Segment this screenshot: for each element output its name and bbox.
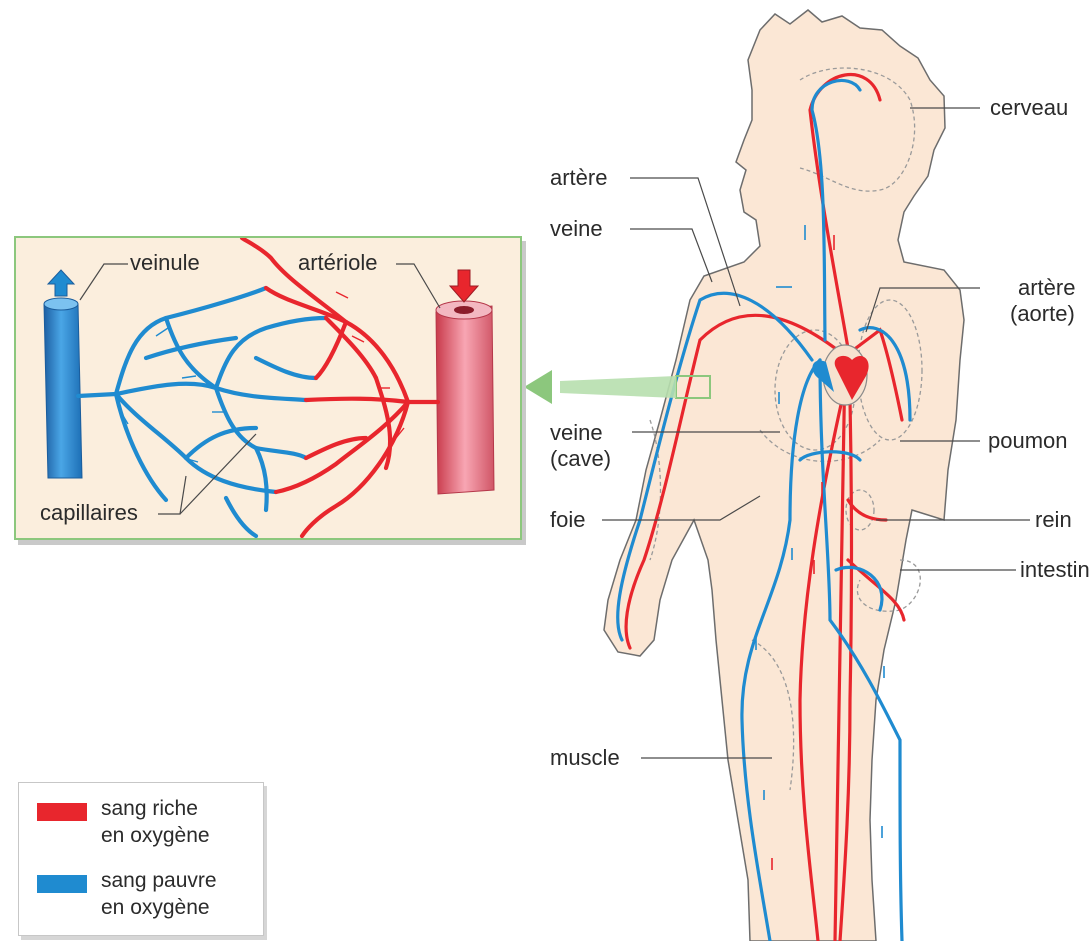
capillary-drawing [16,238,520,538]
label-cerveau: cerveau [990,95,1068,121]
label-arteriole: artériole [298,250,377,276]
label-aorte: (aorte) [1010,301,1075,327]
label-veinule: veinule [130,250,200,276]
label-cave: (cave) [550,446,611,472]
legend: sang riche en oxygène sang pauvre en oxy… [18,782,264,936]
capillary-inset: veinule artériole capillaires [14,236,522,540]
label-veine: veine [550,216,603,242]
label-artere: artère [550,165,607,191]
label-veine-cave: veine [550,420,603,446]
legend-red-line1: sang riche [101,795,198,822]
legend-blue-line1: sang pauvre [101,867,217,894]
label-artere-aorte: artère [1018,275,1075,301]
arteriole-tube [436,270,494,494]
label-foie: foie [550,507,585,533]
zoom-beam [560,376,676,398]
legend-blue-line2: en oxygène [101,894,210,921]
label-poumon: poumon [988,428,1068,454]
legend-swatch-red [37,803,87,821]
label-muscle: muscle [550,745,620,771]
body-silhouette [604,10,964,941]
label-intestin: intestin [1020,557,1090,583]
label-capillaires: capillaires [40,500,138,526]
label-rein: rein [1035,507,1072,533]
zoom-arrowhead [524,370,552,404]
legend-swatch-blue [37,875,87,893]
venule-tube [44,270,82,478]
legend-red-line2: en oxygène [101,822,210,849]
capillaries-blue [78,288,326,536]
